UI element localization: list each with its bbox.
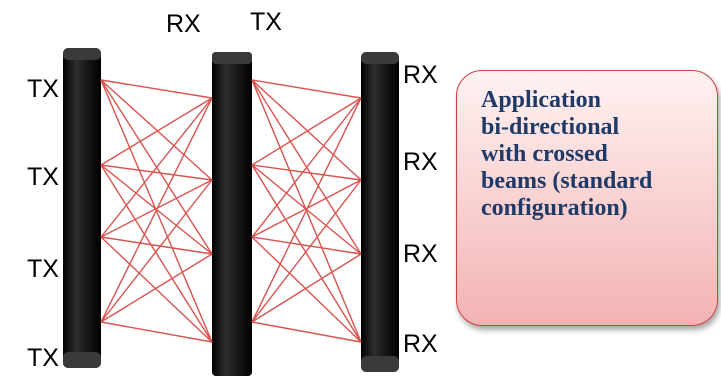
- beam-right-3-1: [251, 97, 362, 238]
- top-tx-label: TX: [250, 8, 282, 36]
- callout-line-1: Application: [481, 87, 602, 113]
- beam-right-3-3: [251, 236, 362, 255]
- tx-label-3: TX: [27, 255, 59, 283]
- beam-left-3-1: [100, 97, 213, 238]
- right-column-cap-top: [361, 52, 399, 64]
- callout-text: Application bi-directional with crossed …: [481, 87, 716, 222]
- crossed-beams: [100, 79, 362, 343]
- rx-label-4: RX: [403, 330, 438, 358]
- middle-column-cap-top: [212, 52, 252, 64]
- beam-left-2-4: [100, 164, 213, 343]
- beam-right-4-4: [251, 321, 362, 343]
- beam-left-4-1: [100, 97, 213, 323]
- callout-line-4: beams (standard: [481, 168, 653, 194]
- beam-left-4-4: [100, 321, 213, 343]
- beam-right-3-4: [251, 236, 362, 343]
- beam-right-4-1: [251, 97, 362, 323]
- beam-left-2-1: [100, 97, 213, 166]
- callout-line-3: with crossed: [481, 141, 608, 167]
- beam-right-1-2: [251, 79, 362, 181]
- beam-left-4-2: [100, 179, 213, 323]
- callout-line-2: bi-directional: [481, 114, 620, 140]
- beam-right-2-2: [251, 164, 362, 181]
- tx-label-1: TX: [27, 75, 59, 103]
- callout-line-5: configuration): [481, 195, 628, 221]
- beam-left-3-4: [100, 236, 213, 343]
- beam-left-1-2: [100, 79, 213, 181]
- beam-right-1-1: [251, 79, 362, 99]
- left-column-cap-bottom: [63, 352, 101, 368]
- beam-right-4-3: [251, 253, 362, 323]
- left-column: [63, 48, 101, 368]
- rx-label-3: RX: [403, 240, 438, 268]
- middle-column: [212, 52, 252, 376]
- tx-label-2: TX: [27, 163, 59, 191]
- beam-left-3-3: [100, 236, 213, 255]
- left-column-cap-top: [63, 48, 101, 60]
- tx-label-4: TX: [27, 344, 59, 372]
- top-rx-label: RX: [166, 10, 201, 38]
- beam-right-2-4: [251, 164, 362, 343]
- beam-right-4-2: [251, 179, 362, 323]
- beam-left-2-2: [100, 164, 213, 181]
- right-column-cap-bottom: [361, 356, 399, 372]
- beam-left-1-1: [100, 79, 213, 99]
- right-column: [361, 52, 399, 372]
- beam-right-2-1: [251, 97, 362, 166]
- rx-label-2: RX: [403, 148, 438, 176]
- rx-label-1: RX: [403, 61, 438, 89]
- application-callout: Application bi-directional with crossed …: [456, 70, 718, 326]
- beam-left-4-3: [100, 253, 213, 323]
